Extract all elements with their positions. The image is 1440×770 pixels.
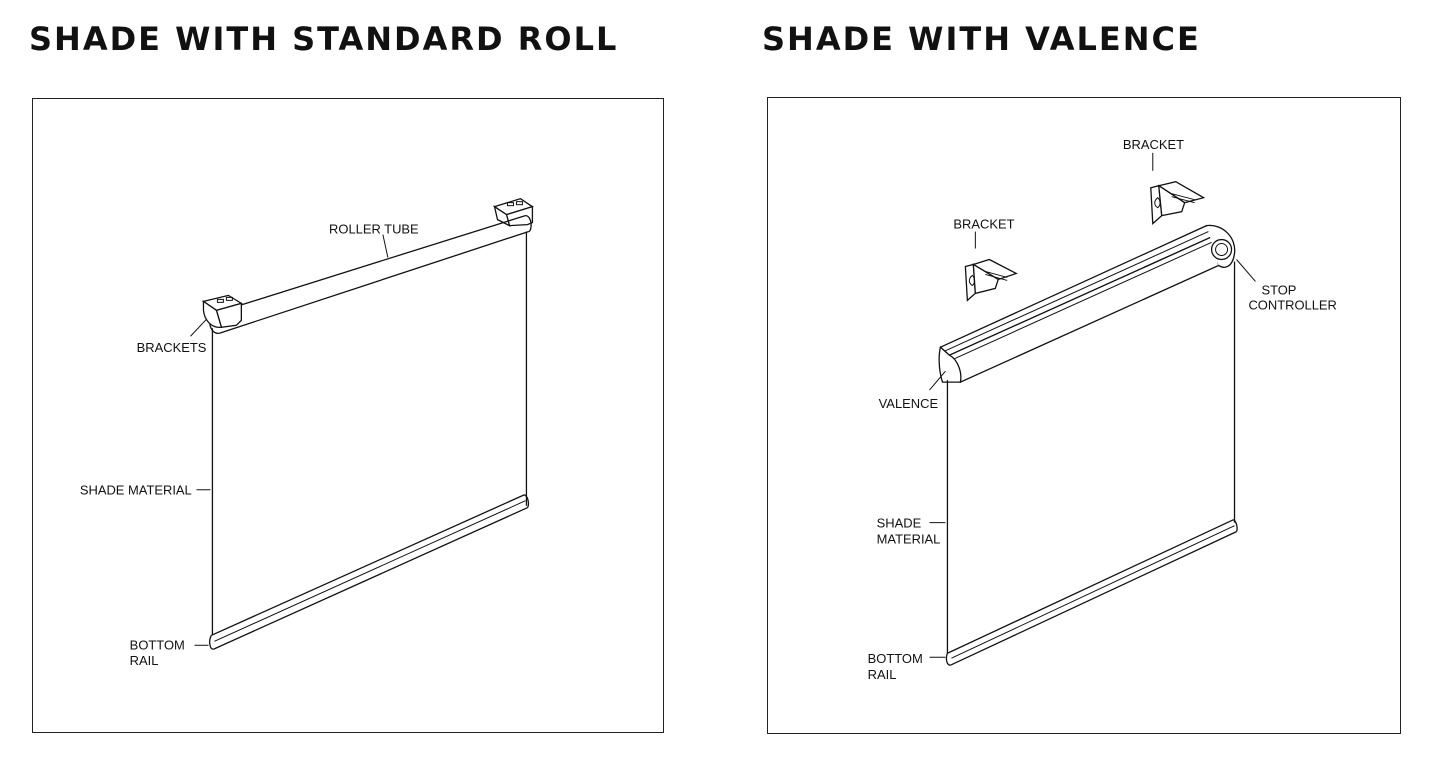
standard-roll-illustration: ROLLER TUBE BRACKETS SHADE MATERIAL BOTT… <box>80 197 534 668</box>
shade-material-shape <box>946 261 1236 654</box>
valence-illustration: BRACKET BRACKET STOP CONTROLLER VALENCE … <box>868 137 1337 682</box>
label-bracket-top: BRACKET <box>1123 137 1184 152</box>
label-shade: SHADE <box>877 516 922 531</box>
left-bracket-shape <box>201 294 243 328</box>
leader-lines <box>190 234 389 646</box>
right-bracket-shape <box>493 197 534 227</box>
label-valence: VALENCE <box>879 396 939 411</box>
label-material: MATERIAL <box>877 532 941 547</box>
diagram-valence: BRACKET BRACKET STOP CONTROLLER VALENCE … <box>767 97 1401 734</box>
top-bracket-shape <box>1150 181 1206 225</box>
valence-cassette-shape <box>938 224 1236 383</box>
bottom-rail-shape <box>209 494 530 650</box>
label-brackets: BRACKETS <box>137 340 207 355</box>
shade-material-shape <box>211 231 528 636</box>
panel-title-valence: SHADE WITH VALENCE <box>762 20 1201 58</box>
panel-title-standard-roll: SHADE WITH STANDARD ROLL <box>29 20 619 58</box>
bottom-rail-shape <box>945 519 1238 666</box>
label-rail: RAIL <box>868 667 897 682</box>
label-roller-tube: ROLLER TUBE <box>329 222 419 237</box>
left-bracket-shape <box>964 258 1018 302</box>
leader-lines <box>929 152 1256 658</box>
label-shade-material: SHADE MATERIAL <box>80 483 192 498</box>
label-stop: STOP <box>1261 282 1296 297</box>
label-bottom: BOTTOM <box>868 651 923 666</box>
label-rail: RAIL <box>130 653 159 668</box>
label-bottom: BOTTOM <box>130 637 185 652</box>
label-controller: CONTROLLER <box>1248 297 1336 312</box>
label-bracket-left: BRACKET <box>953 217 1014 232</box>
diagram-standard-roll: ROLLER TUBE BRACKETS SHADE MATERIAL BOTT… <box>32 98 664 733</box>
